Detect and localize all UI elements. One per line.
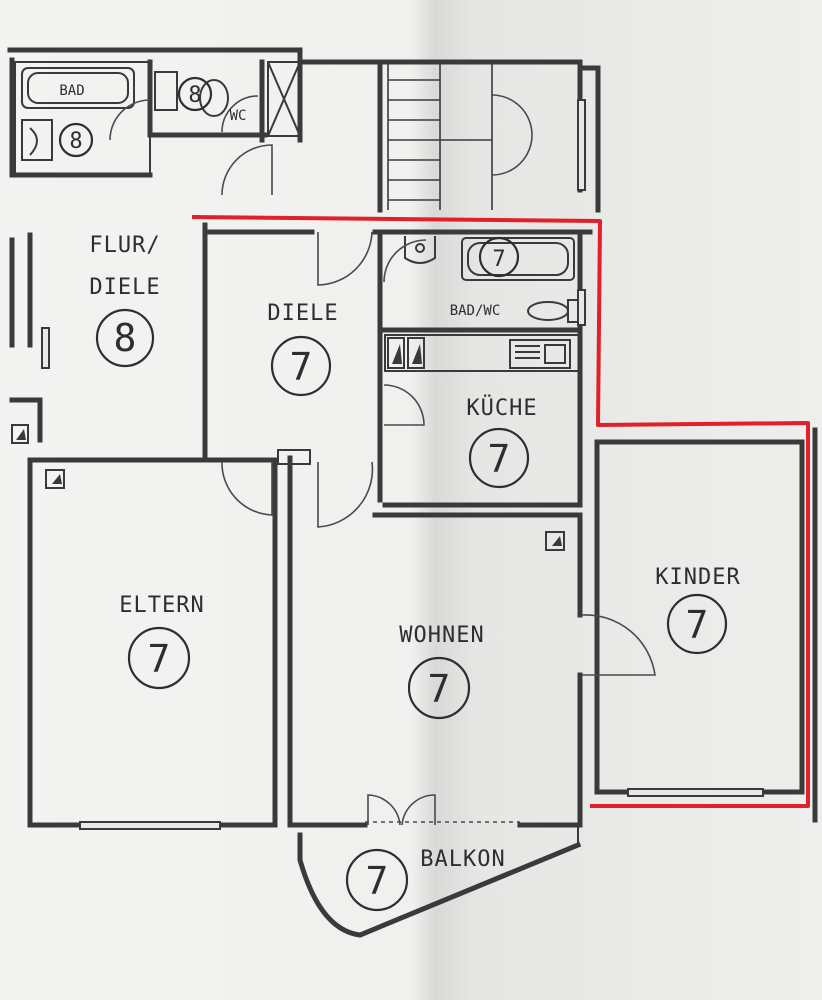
room-label-wc: WC bbox=[230, 108, 247, 124]
room-label-bad-wc: BAD/WC bbox=[450, 303, 501, 319]
marker-wohnen bbox=[407, 656, 471, 720]
marker-flur-diele bbox=[95, 308, 155, 368]
apartment-highlight-outline bbox=[191, 215, 810, 808]
marker-number-flur-diele: 8 bbox=[114, 316, 137, 360]
labels: BAD 8 8 WC FLUR/ DIELE 8 DIELE 7 7 BAD/W… bbox=[58, 76, 740, 912]
marker-bad-1 bbox=[177, 76, 213, 112]
marker-kinder bbox=[666, 593, 728, 655]
marker-number-kueche: 7 bbox=[488, 437, 511, 481]
marker-number-bad-1: 8 bbox=[188, 83, 201, 108]
marker-number-kinder: 7 bbox=[686, 603, 709, 647]
room-label-kinder: KINDER bbox=[655, 565, 740, 590]
room-label-balkon: BALKON bbox=[420, 847, 505, 872]
room-label-wohnen: WOHNEN bbox=[399, 623, 484, 648]
doors bbox=[109, 95, 656, 826]
staircase bbox=[387, 62, 533, 210]
marker-kueche bbox=[468, 427, 530, 489]
balkon-outline bbox=[297, 825, 582, 938]
marker-number-bad-2: 8 bbox=[69, 129, 82, 154]
marker-number-diele: 7 bbox=[290, 345, 313, 389]
marker-number-eltern: 7 bbox=[148, 637, 171, 681]
marker-number-wohnen: 7 bbox=[428, 667, 451, 711]
room-label-flur-diele-1: FLUR/ bbox=[89, 233, 160, 258]
marker-number-bad-wc: 7 bbox=[492, 247, 505, 272]
marker-balkon bbox=[345, 848, 409, 912]
room-label-flur-diele-2: DIELE bbox=[89, 275, 160, 300]
room-label-kueche: KÜCHE bbox=[466, 395, 537, 421]
room-label-diele: DIELE bbox=[267, 301, 338, 326]
marker-bad-2 bbox=[58, 122, 94, 158]
room-label-bad: BAD bbox=[59, 83, 84, 99]
marker-bad-wc bbox=[478, 236, 520, 278]
marker-number-balkon: 7 bbox=[366, 859, 389, 903]
room-label-eltern: ELTERN bbox=[119, 593, 204, 618]
marker-eltern bbox=[127, 626, 191, 690]
fixtures bbox=[11, 67, 581, 551]
windows bbox=[41, 99, 764, 830]
marker-diele bbox=[270, 335, 332, 397]
